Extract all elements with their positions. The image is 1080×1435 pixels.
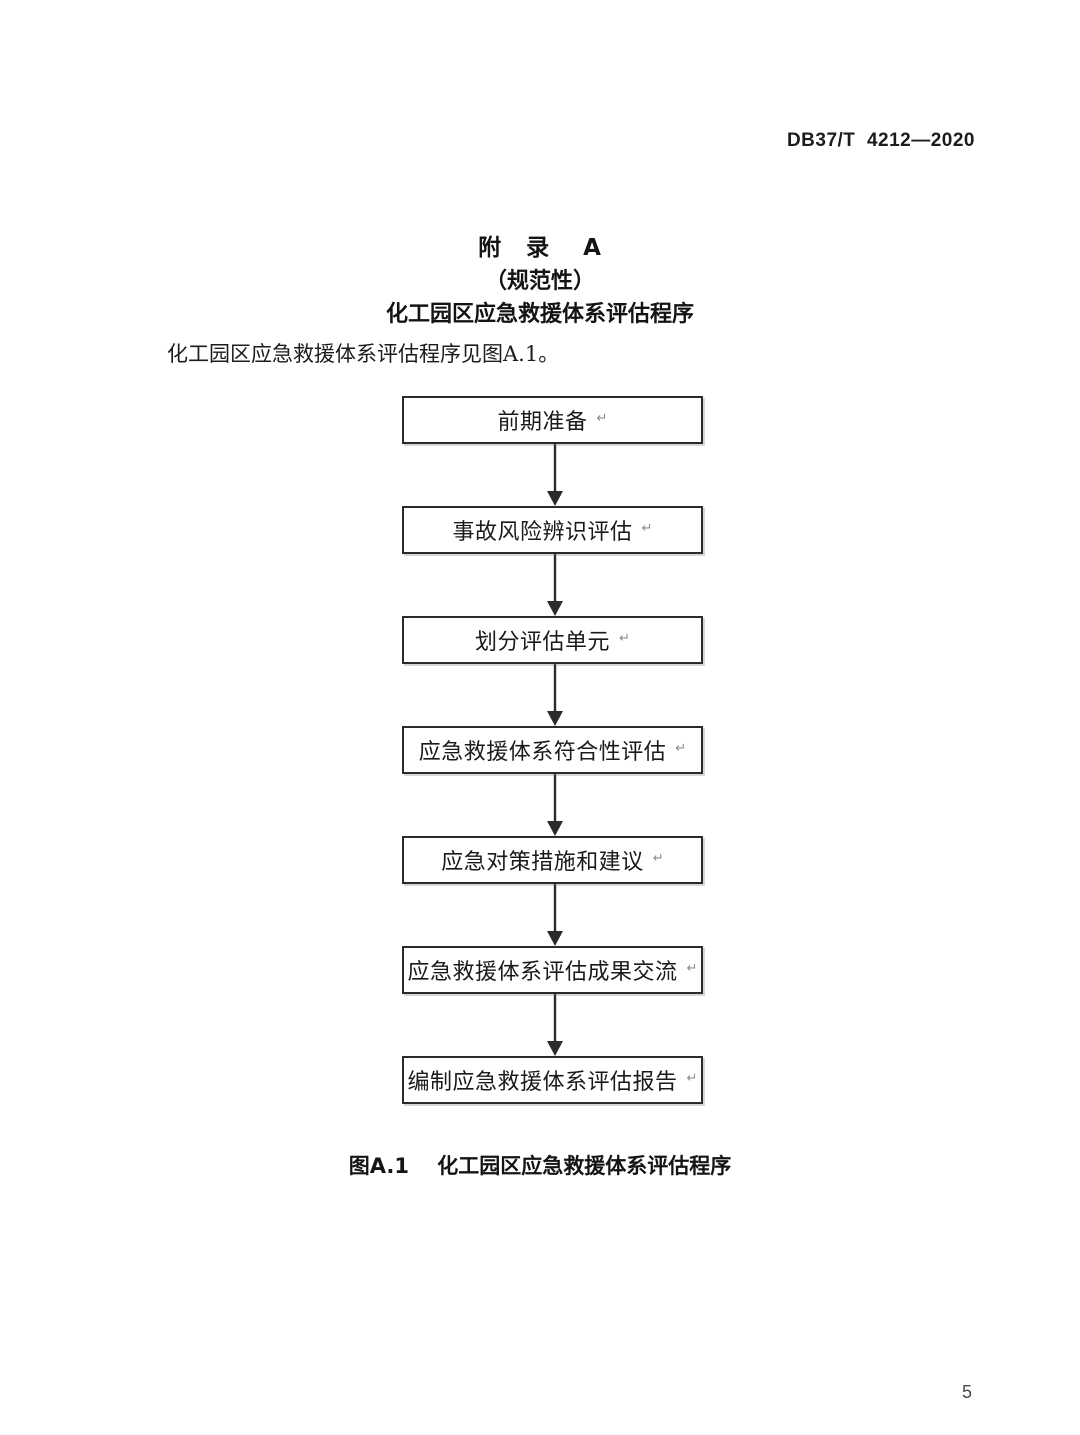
paragraph-return-mark-icon: ↵ — [652, 850, 664, 866]
down-arrow-icon — [547, 884, 563, 946]
flowchart-step-box: 应急对策措施和建议 ↵ — [402, 836, 703, 884]
paragraph-return-mark-icon: ↵ — [675, 740, 687, 756]
annex-title: 附 录 A — [478, 235, 602, 261]
flowchart-step: 编制应急救援体系评估报告 ↵ — [402, 1056, 703, 1104]
flowchart-step-box: 划分评估单元 ↵ — [402, 616, 703, 664]
figure-caption: 图A.1 化工园区应急救援体系评估程序 — [348, 1154, 732, 1178]
page-number: 5 — [961, 1382, 972, 1402]
flowchart-step: 事故风险辨识评估 ↵ — [402, 506, 703, 554]
paragraph-return-mark-icon: ↵ — [686, 960, 698, 976]
flowchart-step-box: 事故风险辨识评估 ↵ — [402, 506, 703, 554]
flowchart-step-label: 应急救援体系评估成果交流 — [407, 960, 678, 985]
down-arrow-icon — [547, 774, 563, 836]
annex-heading-block: 附 录 A （规范性） 化工园区应急救援体系评估程序 — [0, 232, 1080, 331]
flowchart-step-label: 应急对策措施和建议 — [441, 850, 644, 875]
intro-paragraph: 化工园区应急救援体系评估程序见图A.1。 — [167, 342, 560, 366]
annex-kind: （规范性） — [484, 269, 595, 295]
flowchart-step: 划分评估单元 ↵ — [402, 616, 703, 664]
running-header-standard-code: DB37/T 4212—2020 — [786, 130, 975, 151]
down-arrow-icon — [547, 444, 563, 506]
flowchart-step-label: 编制应急救援体系评估报告 — [407, 1070, 678, 1095]
flowchart-step-box: 应急救援体系符合性评估 ↵ — [402, 726, 703, 774]
paragraph-return-mark-icon: ↵ — [596, 410, 608, 426]
flowchart-step: 应急救援体系符合性评估 ↵ — [402, 726, 703, 774]
flowchart-step: 应急救援体系评估成果交流 ↵ — [402, 946, 703, 994]
flowchart-step-box: 应急救援体系评估成果交流 ↵ — [402, 946, 703, 994]
flowchart-step-box: 前期准备 ↵ — [402, 396, 703, 444]
flowchart-step-box: 编制应急救援体系评估报告 ↵ — [402, 1056, 703, 1104]
flowchart-step-label: 事故风险辨识评估 — [452, 520, 633, 545]
down-arrow-icon — [547, 994, 563, 1056]
flowchart-step-label: 划分评估单元 — [475, 630, 611, 655]
paragraph-return-mark-icon: ↵ — [619, 630, 630, 646]
flowchart-diagram: 前期准备↵事故风险辨识评估↵划分评估单元↵应急救援体系符合性评估↵应急对策措施和… — [402, 396, 703, 1104]
paragraph-return-mark-icon: ↵ — [686, 1070, 698, 1086]
down-arrow-icon — [547, 554, 563, 616]
flowchart-step: 应急对策措施和建议 ↵ — [402, 836, 703, 884]
flowchart-step: 前期准备 ↵ — [402, 396, 703, 444]
paragraph-return-mark-icon: ↵ — [641, 520, 653, 536]
flowchart-step-label: 应急救援体系符合性评估 — [418, 740, 667, 765]
annex-subject: 化工园区应急救援体系评估程序 — [385, 302, 694, 328]
down-arrow-icon — [547, 664, 563, 726]
flowchart-step-label: 前期准备 — [497, 410, 588, 435]
